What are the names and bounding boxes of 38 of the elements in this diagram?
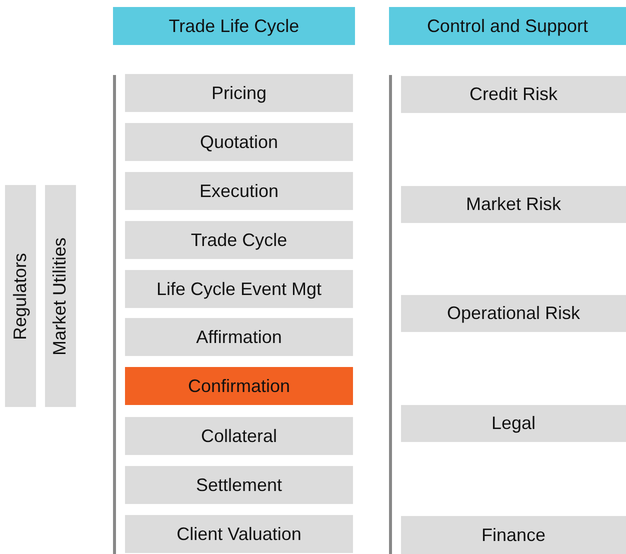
box-label: Regulators bbox=[10, 252, 31, 340]
process-box bbox=[401, 295, 626, 332]
box-label: Life Cycle Event Mgt bbox=[156, 278, 322, 300]
box-label: Confirmation bbox=[188, 376, 290, 396]
column-header bbox=[389, 7, 626, 45]
box-label: Pricing bbox=[211, 82, 267, 104]
box-label: Operational Risk bbox=[446, 303, 580, 324]
box-label: Affirmation bbox=[196, 326, 282, 348]
box-label: Legal bbox=[491, 413, 536, 434]
column-header bbox=[113, 7, 355, 45]
box-label: Collateral bbox=[200, 426, 278, 446]
process-box bbox=[125, 417, 353, 455]
process-box bbox=[125, 172, 353, 210]
box-label: Finance bbox=[481, 524, 546, 546]
process-box bbox=[125, 221, 353, 259]
process-box bbox=[125, 318, 353, 356]
box-label: Market Utilities bbox=[50, 236, 71, 356]
process-box bbox=[125, 74, 353, 112]
box-label: Credit Risk bbox=[469, 84, 558, 105]
box-label: Execution bbox=[199, 180, 279, 202]
process-box bbox=[125, 515, 353, 553]
box-label: Trade Cycle bbox=[190, 230, 288, 250]
box-label: Control and Support bbox=[426, 16, 588, 36]
box-label: Client Valuation bbox=[176, 524, 302, 544]
process-box bbox=[401, 76, 626, 113]
vertical-band bbox=[5, 185, 36, 407]
process-box bbox=[401, 405, 626, 442]
box-label: Settlement bbox=[196, 474, 282, 496]
box-label: Quotation bbox=[200, 132, 278, 152]
process-box bbox=[125, 123, 353, 161]
box-label: Market Risk bbox=[466, 194, 561, 215]
process-box bbox=[125, 270, 353, 308]
box-label: Trade Life Cycle bbox=[168, 16, 300, 36]
process-box bbox=[125, 466, 353, 504]
process-box bbox=[401, 516, 626, 554]
highlighted-box bbox=[125, 367, 353, 405]
vertical-band bbox=[45, 185, 76, 407]
process-box bbox=[401, 186, 626, 223]
